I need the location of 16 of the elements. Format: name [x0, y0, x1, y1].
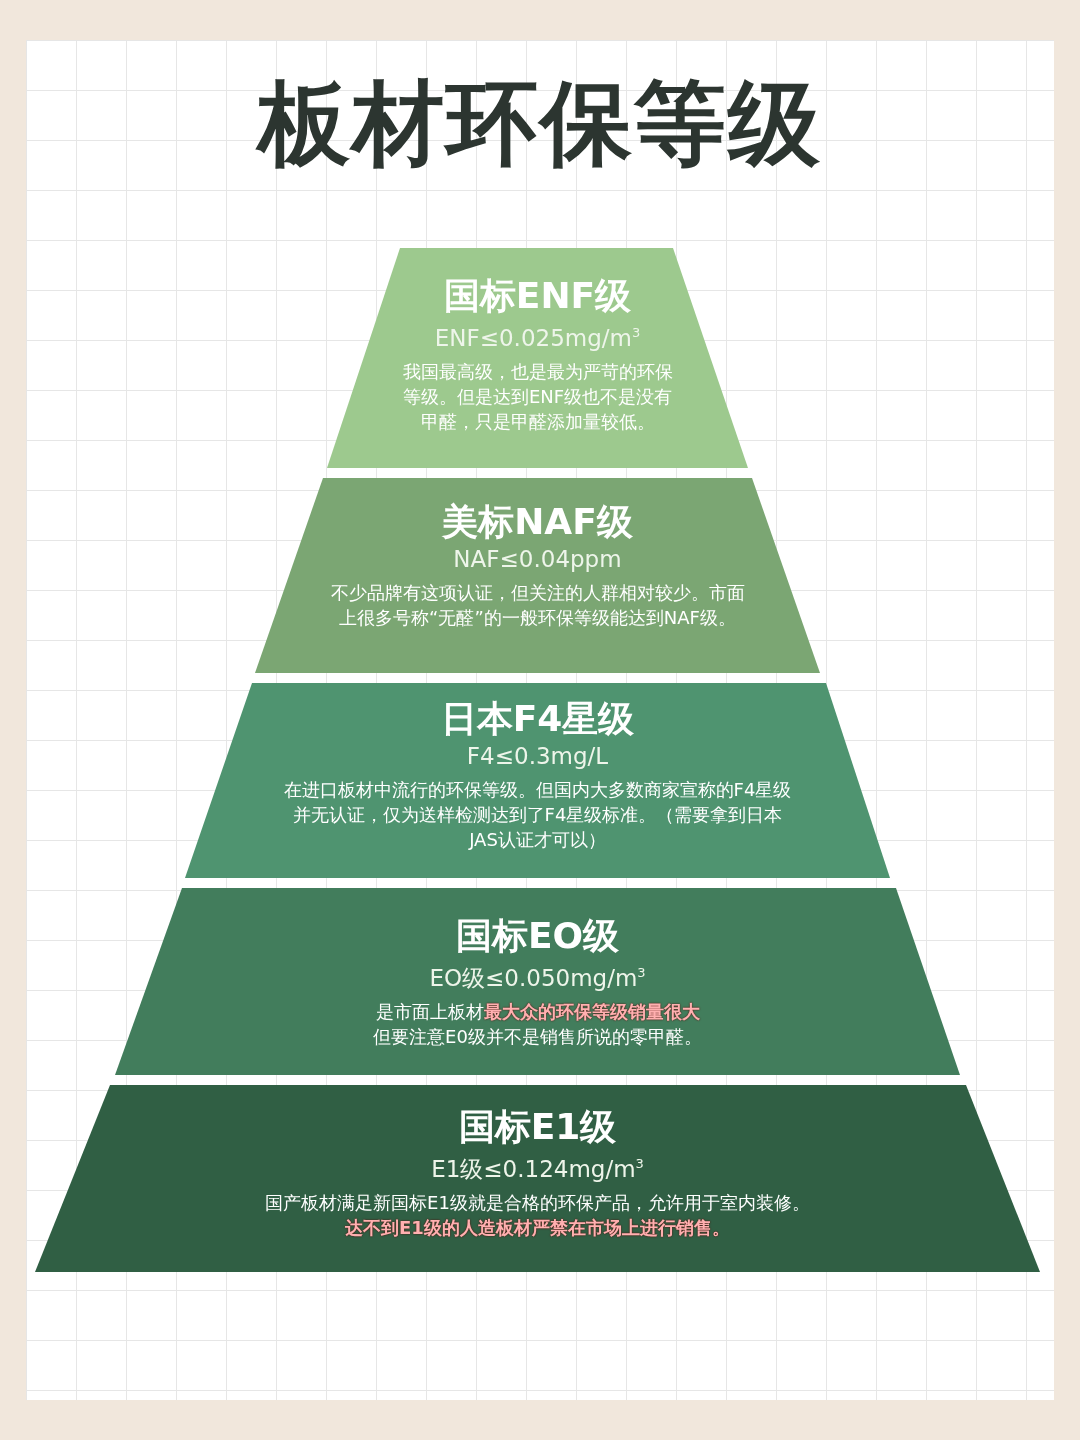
- limit-value: ENF≤0.025mg/m$^{3}$: [434, 323, 641, 353]
- limit-value: E1级≤0.124mg/m$^{3}$: [431, 1154, 644, 1184]
- description: 在进口板材中流行的环保等级。但国内大多数商家宣称的F4星级并无认证，仅为送样检测达到了F4星级标准。（需要拿到日本JAS认证才可以）: [282, 778, 793, 852]
- description: 是市面上板材最大众的环保等级销量很大但要注意E0级并不是销售所说的零甲醛。: [372, 999, 703, 1049]
- tier-heading: 国标EO级: [455, 914, 620, 958]
- description: 国产板材满足新国标E1级就是合格的环保产品，允许用于室内装修。达不到E1级的人造板材严禁在市场上进行销售。: [265, 1190, 810, 1240]
- title: 板材环保等级: [0, 62, 1080, 186]
- limit-value: F4≤0.3mg/L: [466, 742, 609, 771]
- tier-heading: 国标ENF级: [443, 274, 632, 318]
- limit-value: NAF≤0.04ppm: [453, 545, 622, 574]
- tier-heading: 国标E1级: [458, 1105, 617, 1149]
- tier-heading: 美标NAF级: [442, 500, 633, 544]
- description: 不少品牌有这项认证，但关注的人群相对较少。市面上很多号称“无醛”的一般环保等级能达到NAF级。: [329, 581, 746, 630]
- tier-heading: 日本F4星级: [440, 697, 635, 741]
- limit-value: EO级≤0.050mg/m$^{3}$: [429, 963, 646, 993]
- description: 我国最高级，也是最为严苛的环保等级。但是达到ENF级也不是没有甲醛，只是甲醛添加量较低。: [401, 359, 674, 434]
